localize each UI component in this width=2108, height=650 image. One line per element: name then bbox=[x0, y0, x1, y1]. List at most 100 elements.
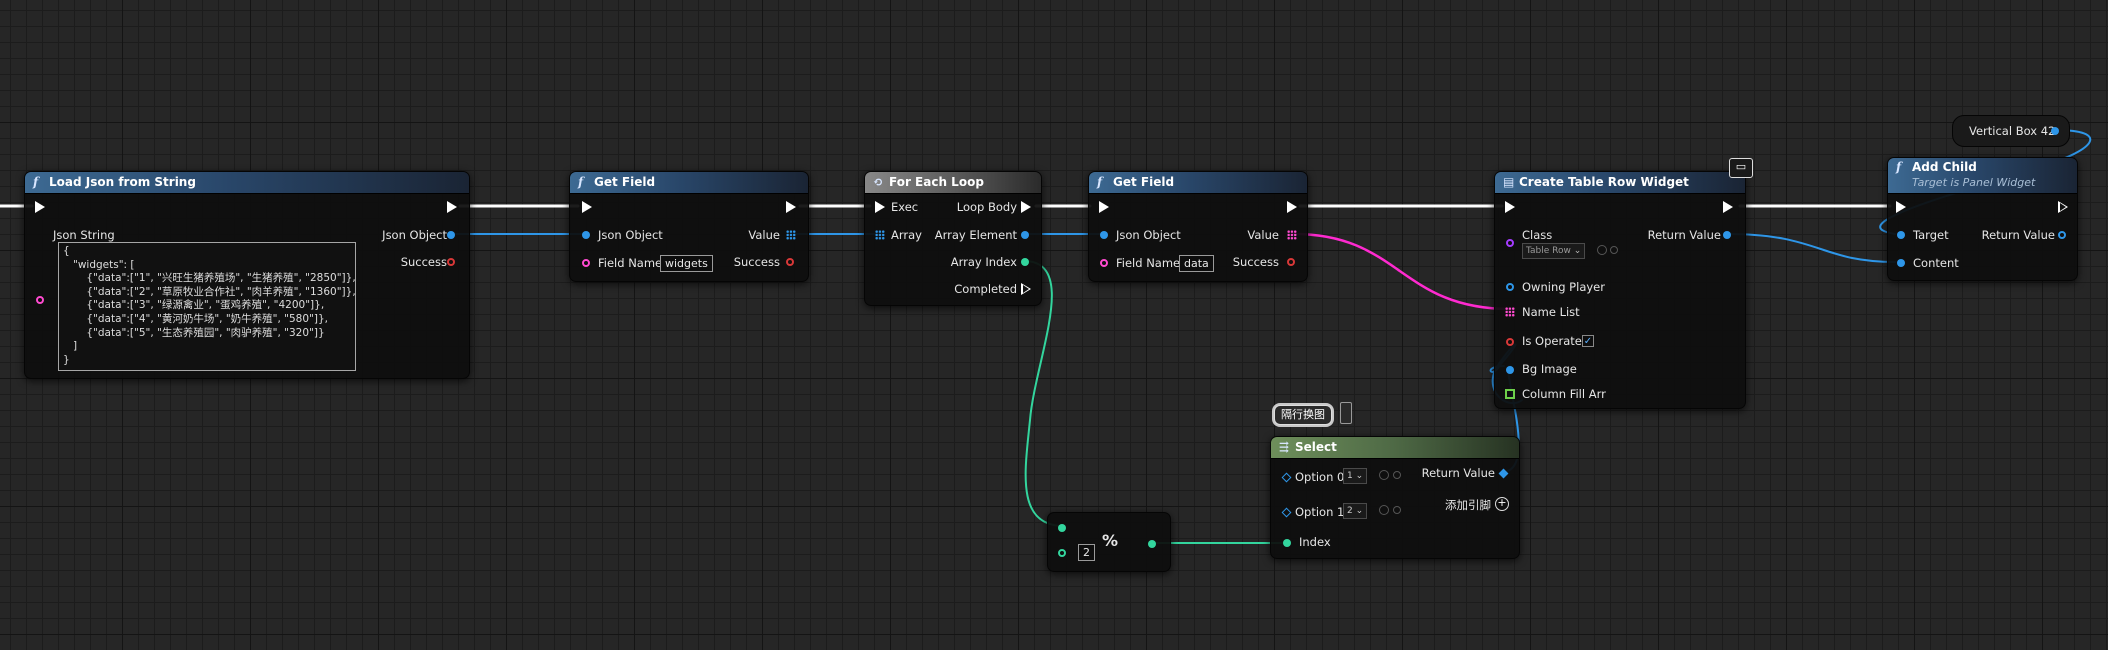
vertical-box-variable[interactable]: Vertical Box 42 bbox=[1952, 115, 2070, 147]
json-object-in-pin[interactable] bbox=[1100, 231, 1108, 239]
success-out-pin[interactable] bbox=[1287, 258, 1295, 266]
comment-pin-icon bbox=[1340, 402, 1352, 424]
success-out-pin[interactable] bbox=[786, 258, 794, 266]
json-object-label: Json Object bbox=[598, 228, 663, 242]
value-array-pin[interactable] bbox=[1287, 230, 1297, 240]
add-pin-icon[interactable]: + bbox=[1495, 497, 1509, 511]
success-out-pin[interactable] bbox=[447, 258, 455, 266]
json-string-input[interactable]: { "widgets": [ {"data":["1", "兴旺生猪养殖场", … bbox=[58, 242, 356, 371]
exec-in-pin[interactable] bbox=[1505, 201, 1515, 213]
exec-label: Exec bbox=[891, 200, 919, 214]
function-icon: f bbox=[33, 175, 39, 189]
modulo-symbol: % bbox=[1102, 531, 1119, 550]
create-widget-node[interactable]: ▤Create Table Row Widget Class Table Row… bbox=[1494, 171, 1746, 409]
modulo-node[interactable]: 2 % bbox=[1047, 512, 1171, 572]
name-list-label: Name List bbox=[1522, 305, 1580, 319]
return-value-pin[interactable] bbox=[1723, 231, 1731, 239]
browse-icon[interactable] bbox=[1597, 245, 1607, 255]
node-subtitle: Target is Panel Widget bbox=[1912, 176, 2036, 189]
return-value-pin[interactable] bbox=[1498, 468, 1509, 479]
target-pin[interactable] bbox=[1897, 231, 1905, 239]
loop-body-pin[interactable] bbox=[1021, 201, 1031, 213]
is-operate-checkbox[interactable]: ✓ bbox=[1582, 335, 1594, 347]
json-string-pin[interactable] bbox=[36, 296, 44, 304]
search-icon[interactable] bbox=[1393, 506, 1401, 514]
modulo-b-pin[interactable] bbox=[1058, 549, 1066, 557]
exec-out-pin[interactable] bbox=[786, 201, 796, 213]
exec-in-pin[interactable] bbox=[1099, 201, 1109, 213]
exec-out-pin[interactable] bbox=[447, 201, 457, 213]
field-name-input[interactable]: widgets bbox=[660, 255, 713, 272]
option-1-select[interactable]: 2 ⌄ bbox=[1343, 503, 1368, 519]
node-header[interactable]: ▤Create Table Row Widget bbox=[1495, 172, 1745, 194]
chevron-down-icon: ⌄ bbox=[1355, 471, 1364, 481]
field-name-input[interactable]: data bbox=[1179, 255, 1214, 272]
loop-body-label: Loop Body bbox=[956, 200, 1017, 214]
field-name-pin[interactable] bbox=[1100, 259, 1108, 267]
json-object-label: Json Object bbox=[382, 228, 447, 242]
value-array-pin[interactable] bbox=[786, 230, 796, 240]
vertical-box-label: Vertical Box 42 bbox=[1969, 124, 2056, 138]
modulo-a-pin[interactable] bbox=[1058, 524, 1066, 532]
option-0-select[interactable]: 1 ⌄ bbox=[1343, 468, 1368, 484]
option-0-pin[interactable] bbox=[1281, 472, 1292, 483]
success-label: Success bbox=[1232, 255, 1279, 269]
owning-player-pin[interactable] bbox=[1506, 283, 1514, 291]
name-list-pin[interactable] bbox=[1505, 307, 1515, 317]
select-node[interactable]: ⇶Select Option 0 1 ⌄ Option 1 2 ⌄ Index … bbox=[1270, 436, 1520, 559]
node-header[interactable]: ⟲For Each Loop bbox=[865, 172, 1041, 194]
column-fill-arr-pin[interactable] bbox=[1505, 389, 1515, 399]
exec-in-pin[interactable] bbox=[35, 201, 45, 213]
option-0-label: Option 0 bbox=[1295, 470, 1345, 484]
function-icon: f bbox=[578, 175, 584, 189]
search-icon[interactable] bbox=[1610, 246, 1618, 254]
exec-in-pin[interactable] bbox=[582, 201, 592, 213]
vertical-box-pin[interactable] bbox=[2051, 127, 2059, 135]
bg-image-pin[interactable] bbox=[1506, 366, 1514, 374]
for-each-loop-node[interactable]: ⟲For Each Loop Exec Array Loop Body Arra… bbox=[864, 171, 1042, 306]
modulo-b-input[interactable]: 2 bbox=[1078, 544, 1095, 561]
json-object-in-pin[interactable] bbox=[582, 231, 590, 239]
json-object-out-pin[interactable] bbox=[447, 231, 455, 239]
search-icon[interactable] bbox=[1393, 471, 1401, 479]
class-select[interactable]: Table Row ⌄ bbox=[1522, 243, 1586, 259]
content-pin[interactable] bbox=[1897, 259, 1905, 267]
array-element-label: Array Element bbox=[934, 228, 1017, 242]
array-in-pin[interactable] bbox=[875, 230, 885, 240]
array-element-pin[interactable] bbox=[1021, 231, 1029, 239]
array-index-pin[interactable] bbox=[1021, 258, 1029, 266]
completed-pin[interactable] bbox=[1021, 283, 1031, 295]
name-list-wire bbox=[1292, 232, 1512, 311]
reset-icon[interactable] bbox=[1379, 505, 1389, 515]
exec-out-pin[interactable] bbox=[1287, 201, 1297, 213]
class-label: Class bbox=[1522, 228, 1553, 242]
success-label: Success bbox=[400, 255, 447, 269]
option-1-pin[interactable] bbox=[1281, 507, 1292, 518]
field-name-pin[interactable] bbox=[582, 259, 590, 267]
option-0-value: 1 bbox=[1347, 471, 1353, 481]
exec-out-pin[interactable] bbox=[1723, 201, 1733, 213]
modulo-out-pin[interactable] bbox=[1148, 540, 1156, 548]
comment-bubble[interactable]: 隔行换图 bbox=[1274, 405, 1332, 425]
exec-in-pin[interactable] bbox=[1896, 201, 1906, 213]
class-pin[interactable] bbox=[1506, 239, 1514, 247]
column-fill-arr-label: Column Fill Arr bbox=[1522, 387, 1606, 401]
json-string-label: Json String bbox=[53, 228, 115, 242]
node-header[interactable]: ⇶Select bbox=[1271, 437, 1519, 459]
function-icon: f bbox=[1896, 160, 1902, 174]
index-pin[interactable] bbox=[1283, 539, 1291, 547]
option-1-label: Option 1 bbox=[1295, 505, 1345, 519]
is-operate-pin[interactable] bbox=[1506, 338, 1514, 346]
exec-out-pin[interactable] bbox=[2058, 201, 2068, 213]
exec-in-pin[interactable] bbox=[875, 201, 885, 213]
return-value-pin[interactable] bbox=[2058, 231, 2066, 239]
reset-icon[interactable] bbox=[1379, 470, 1389, 480]
